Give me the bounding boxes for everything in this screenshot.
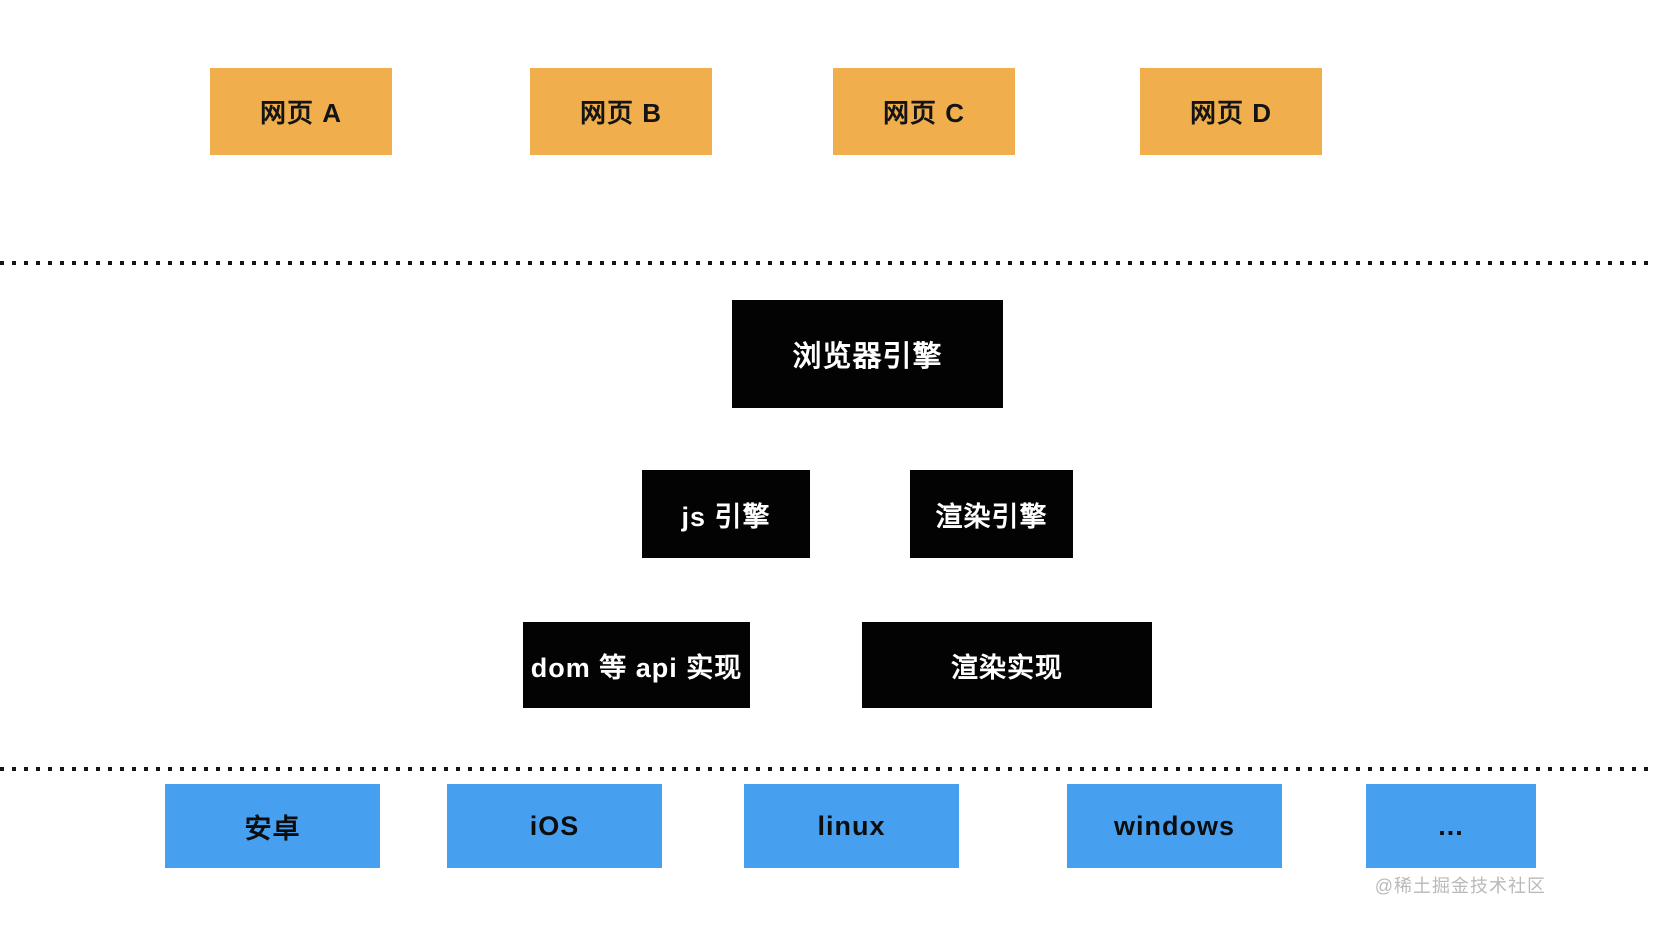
dom-api-implementation-box: dom 等 api 实现 xyxy=(523,622,750,708)
webpage-d-box: 网页 D xyxy=(1140,68,1322,155)
platform-windows-box: windows xyxy=(1067,784,1282,868)
browser-engine-box: 浏览器引擎 xyxy=(732,300,1003,408)
platform-linux-box: linux xyxy=(744,784,959,868)
dotted-separator-top xyxy=(0,261,1656,265)
platform-ios-box: iOS xyxy=(447,784,662,868)
webpage-b-box: 网页 B xyxy=(530,68,712,155)
webpage-c-box: 网页 C xyxy=(833,68,1015,155)
platform-more-box: ... xyxy=(1366,784,1536,868)
js-engine-box: js 引擎 xyxy=(642,470,810,558)
platform-android-box: 安卓 xyxy=(165,784,380,868)
watermark-text: @稀土掘金技术社区 xyxy=(1374,876,1546,896)
rendering-engine-box: 渲染引擎 xyxy=(910,470,1073,558)
rendering-implementation-box: 渲染实现 xyxy=(862,622,1152,708)
webpage-a-box: 网页 A xyxy=(210,68,392,155)
dotted-separator-bottom xyxy=(0,767,1656,771)
